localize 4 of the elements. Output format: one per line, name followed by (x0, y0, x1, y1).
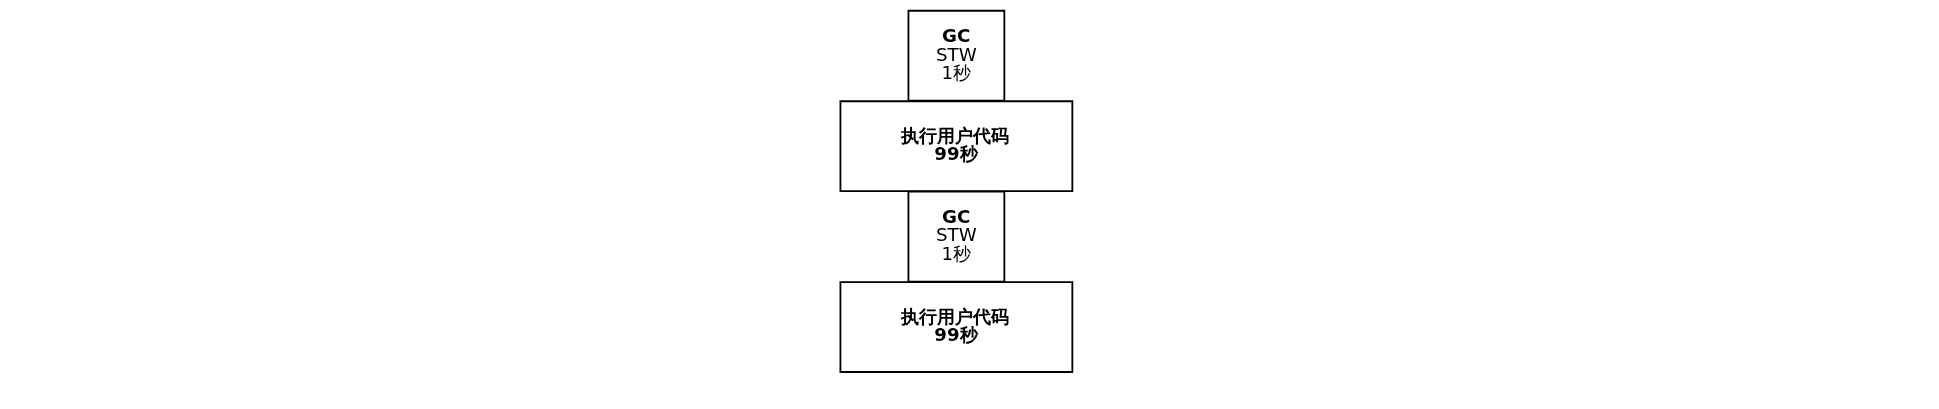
node-box: 执行用户代码 99秒 (839, 281, 1074, 373)
node-box: GC STW 1秒 (907, 190, 1006, 283)
node-box: 执行用户代码 99秒 (839, 100, 1074, 192)
node-box: GC STW 1秒 (907, 9, 1006, 102)
